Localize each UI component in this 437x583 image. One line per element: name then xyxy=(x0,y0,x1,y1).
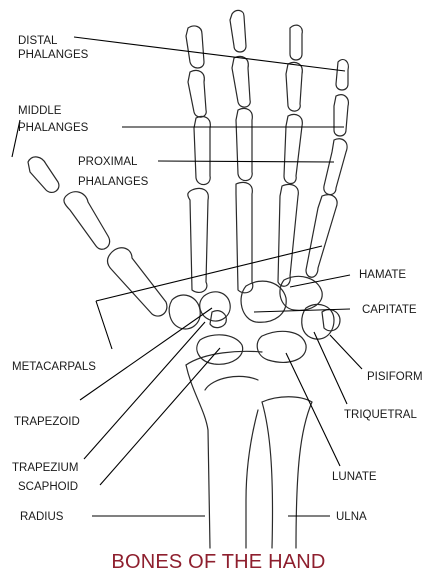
label-middle-line2: PHALANGES xyxy=(18,122,89,134)
radius-bone xyxy=(186,351,262,548)
label-proximal-line1: PROXIMAL xyxy=(78,156,138,168)
diagram-title: BONES OF THE HAND xyxy=(0,551,437,574)
label-ulna: ULNA xyxy=(336,511,367,523)
label-metacarpals: METACARPALS xyxy=(12,361,96,373)
lunate-bone xyxy=(257,331,306,362)
ulna-bone xyxy=(262,397,312,548)
label-lunate: LUNATE xyxy=(332,471,377,483)
pisiform-bone xyxy=(322,310,340,331)
labels: DISTAL PHALANGES MIDDLE PHALANGES PROXIM… xyxy=(12,35,423,523)
label-hamate: HAMATE xyxy=(359,269,406,281)
label-distal-line2: PHALANGES xyxy=(18,49,89,61)
trapezium-bone xyxy=(169,295,200,329)
label-pisiform: PISIFORM xyxy=(367,371,423,383)
label-triquetral: TRIQUETRAL xyxy=(344,409,417,421)
capitate-bone xyxy=(241,281,286,322)
label-trapezium: TRAPEZIUM xyxy=(12,462,78,474)
scaphoid-bone xyxy=(197,335,243,364)
label-trapezoid: TRAPEZOID xyxy=(14,416,80,428)
label-scaphoid: SCAPHOID xyxy=(18,481,78,493)
metacarpal-bones xyxy=(108,182,338,316)
label-radius: RADIUS xyxy=(20,511,64,523)
label-distal-line1: DISTAL xyxy=(18,35,58,47)
label-capitate: CAPITATE xyxy=(362,304,417,316)
label-middle-line1: MIDDLE xyxy=(18,105,62,117)
label-proximal-line2: PHALANGES xyxy=(78,176,149,188)
